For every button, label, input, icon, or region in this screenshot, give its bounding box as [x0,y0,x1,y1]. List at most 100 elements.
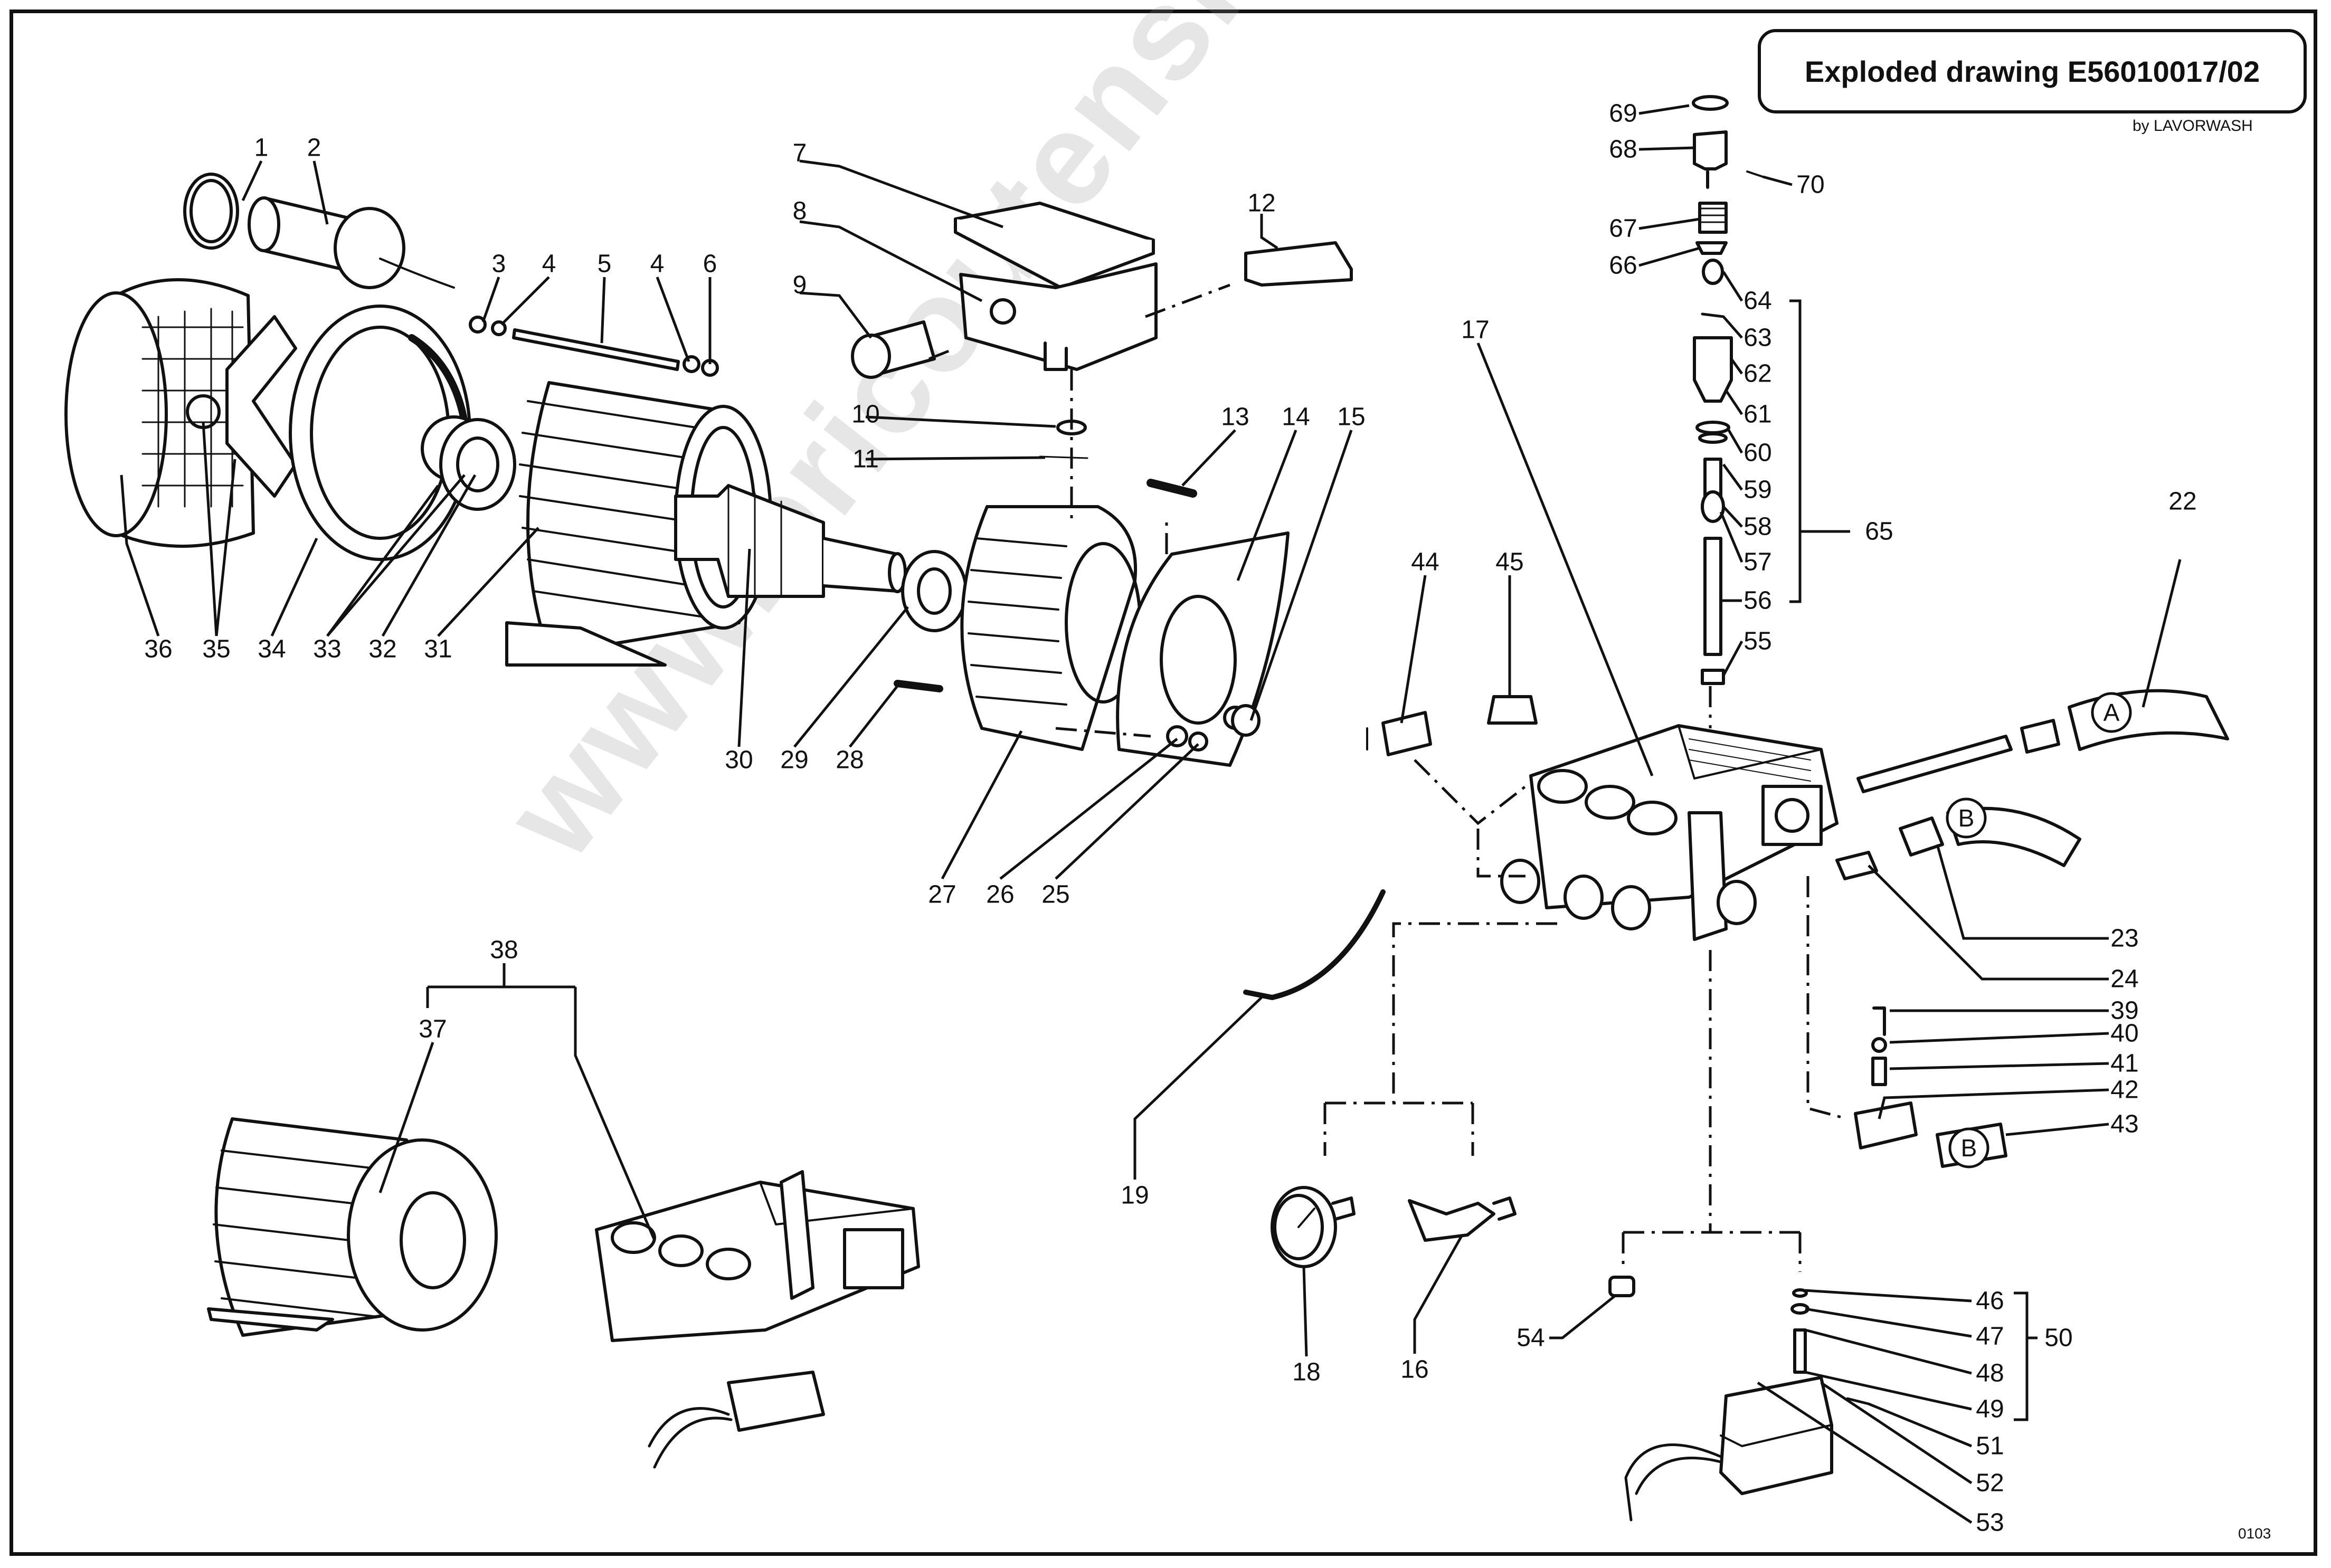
part-callout-16: 16 [1400,1356,1428,1384]
connector-circle [1948,1127,1989,1168]
part-callout-18: 18 [1292,1358,1320,1386]
front-flange-part [960,505,1142,751]
rear-bearing-part [439,418,516,511]
part-callout-52: 52 [1976,1469,2004,1497]
connector-circle [1946,797,1987,839]
part-callout-19: 19 [1121,1182,1149,1210]
pump-head-part [1500,724,1839,941]
connector-marker-A: A [2091,692,2132,733]
part-callout-63: 63 [1743,324,1771,352]
part-callout-4: 4 [650,250,665,278]
part-callout-67: 67 [1609,215,1637,243]
part-callout-66: 66 [1609,252,1637,280]
unloader-valve-stack [1692,95,1764,685]
assembled-pump-part [595,1170,920,1469]
part-callout-13: 13 [1221,403,1249,431]
part-callout-30: 30 [725,746,753,774]
part-callout-25: 25 [1041,881,1069,909]
part-callout-41: 41 [2110,1050,2138,1078]
connector-letter: B [1961,1134,1977,1162]
part-callout-11: 11 [852,445,879,473]
part-callout-70: 70 [1796,171,1824,199]
part-callout-69: 69 [1609,100,1637,128]
part-callout-53: 53 [1976,1509,2004,1537]
part-callout-44: 44 [1411,548,1439,576]
sheet-code: 0103 [2238,1525,2271,1542]
part-callout-7: 7 [793,139,807,167]
part-callout-17: 17 [1461,316,1489,344]
part-callout-57: 57 [1743,548,1771,576]
high-pressure-hose-part [1856,689,2229,793]
part-callout-32: 32 [368,635,396,663]
fitting-44-part [1366,711,1432,756]
part-callout-36: 36 [144,635,172,663]
pressure-gauge-part [1271,1186,1356,1268]
part-callout-56: 56 [1743,587,1771,615]
part-callout-43: 43 [2110,1110,2138,1138]
part-callout-14: 14 [1282,403,1310,431]
bypass-fitting-part [1854,1006,2007,1168]
part-callout-29: 29 [780,746,808,774]
cable-gland-part [851,320,936,379]
part-callout-38: 38 [490,936,518,964]
part-callout-26: 26 [986,881,1014,909]
part-callout-46: 46 [1976,1287,2004,1315]
part-callout-33: 33 [313,635,341,663]
part-callout-64: 64 [1743,287,1771,315]
part-callout-48: 48 [1976,1360,2004,1388]
assembled-motor-part [207,1117,498,1337]
part-callout-35: 35 [202,635,230,663]
part-callout-5: 5 [598,250,612,278]
part-callout-51: 51 [1976,1432,2004,1460]
part-callout-15: 15 [1337,403,1365,431]
part-callout-28: 28 [836,746,864,774]
part-callout-49: 49 [1976,1395,2004,1423]
connector-letter: A [2103,699,2120,726]
part-callout-23: 23 [2110,925,2138,953]
part-callout-6: 6 [703,250,717,278]
tee-fitting-part [1408,1196,1517,1242]
part-callout-10: 10 [851,401,879,429]
drawing-title: Exploded drawing E56010017/02 [1804,54,2260,88]
part-callout-50: 50 [2044,1324,2072,1352]
part-callout-34: 34 [258,635,286,663]
part-callout-40: 40 [2110,1020,2138,1048]
part-callout-9: 9 [793,271,807,299]
part-callout-54: 54 [1517,1324,1544,1352]
part-callout-1: 1 [254,134,269,162]
part-callout-2: 2 [307,134,321,162]
connector-letter: B [1958,804,1975,832]
title-box: Exploded drawing E56010017/02 [1758,29,2307,113]
part-callout-4: 4 [542,250,556,278]
pressure-switch-part [1624,1288,1870,1522]
connector-marker-B: B [1946,797,1987,839]
flange-plate-part [1116,531,1290,767]
part-callout-3: 3 [492,250,506,278]
capacitor-part [248,196,455,289]
sheet-border [10,9,2317,1556]
manufacturer-byline: by LAVORWASH [2133,117,2253,135]
rotor-part [674,484,907,598]
connector-circle [2091,692,2132,733]
part-callout-61: 61 [1743,401,1771,429]
connector-marker-B: B [1948,1127,1989,1168]
terminal-block-part [1244,241,1353,287]
part-callout-31: 31 [424,635,452,663]
connector-labels: A B B [1946,692,2132,1168]
part-callout-62: 62 [1743,360,1771,388]
part-callout-60: 60 [1743,439,1771,467]
tie-rod-assembly [469,316,719,377]
part-callout-68: 68 [1609,136,1637,164]
clamp-ring-part [183,173,239,250]
part-callout-47: 47 [1976,1323,2004,1351]
part-callout-22: 22 [2168,488,2196,516]
tube-part [1243,889,1386,1000]
fan-cover-part [64,278,255,548]
part-callout-27: 27 [928,881,956,909]
terminal-box-lid-part [954,202,1155,289]
part-callout-12: 12 [1247,189,1275,217]
part-callout-8: 8 [793,197,807,225]
